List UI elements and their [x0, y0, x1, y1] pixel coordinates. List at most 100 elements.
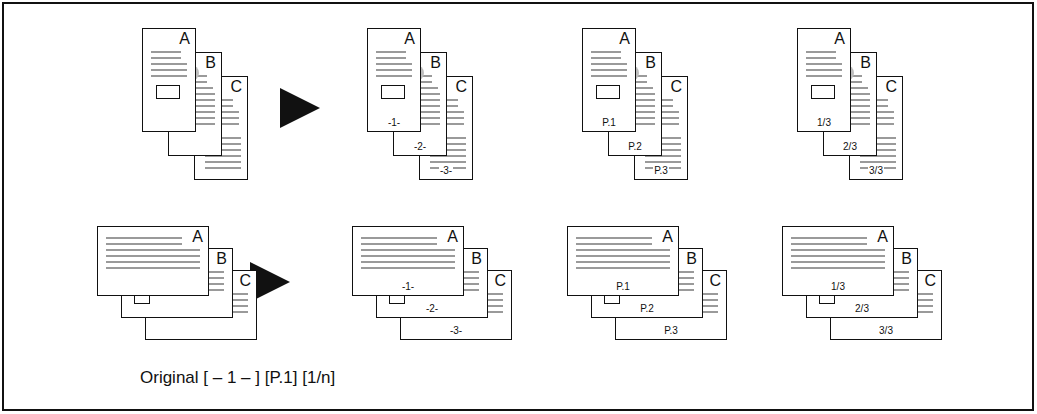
- page-content-mark: [576, 255, 670, 257]
- page-number: P.2: [639, 303, 655, 314]
- page-content-mark: [576, 237, 652, 239]
- page-letter: B: [470, 250, 483, 267]
- page-sheet: A P.1: [567, 226, 679, 296]
- page-number: -2-: [413, 141, 427, 152]
- page-letter: A: [661, 228, 674, 245]
- page-content-mark: [576, 243, 652, 245]
- page-content-mark: [106, 237, 182, 239]
- page-letter: C: [454, 78, 468, 95]
- page-content-mark: [791, 249, 885, 251]
- page-letter-row: A: [146, 31, 192, 47]
- page-number-row: P.2: [612, 141, 658, 152]
- page-content-mark: [151, 51, 181, 53]
- page-letter-row: A: [571, 229, 675, 245]
- page-content-mark: [361, 267, 455, 269]
- page-content-mark: [106, 261, 200, 263]
- page-content-mark: [645, 161, 681, 163]
- page-number-row: 2/3: [810, 303, 914, 314]
- page-content-mark: [106, 249, 200, 251]
- page-number: 1/3: [816, 117, 832, 128]
- page-content-mark: [576, 261, 670, 263]
- page-content-mark: [361, 243, 437, 245]
- page-content-mark: [361, 261, 455, 263]
- page-content-mark: [389, 295, 405, 304]
- page-letter: C: [238, 272, 252, 289]
- page-letter: A: [446, 228, 459, 245]
- page-number-row: P.1: [586, 117, 632, 128]
- page-content-mark: [381, 85, 405, 99]
- page-number: -1-: [401, 281, 415, 292]
- page-sheet: A: [97, 226, 209, 296]
- page-content-mark: [106, 255, 200, 257]
- page-content-mark: [151, 75, 187, 77]
- page-letter: C: [669, 78, 683, 95]
- page-letter: A: [876, 228, 889, 245]
- page-content-mark: [376, 75, 412, 77]
- page-letter-row: A: [786, 229, 890, 245]
- page-content-mark: [205, 167, 241, 169]
- page-content-mark: [151, 63, 187, 65]
- page-content-mark: [806, 75, 842, 77]
- page-content-mark: [106, 243, 182, 245]
- page-letter: B: [215, 250, 228, 267]
- page-number-row: P.3: [638, 165, 684, 176]
- page-letter: A: [191, 228, 204, 245]
- page-content-mark: [376, 57, 406, 59]
- page-letter: B: [685, 250, 698, 267]
- page-content-mark: [860, 161, 896, 163]
- page-content-mark: [376, 63, 412, 65]
- page-content-mark: [361, 249, 455, 251]
- page-number: -1-: [387, 117, 401, 128]
- page-content-mark: [596, 85, 620, 99]
- page-number-row: 2/3: [827, 141, 873, 152]
- page-content-mark: [591, 51, 621, 53]
- page-letter: B: [644, 54, 657, 71]
- page-content-mark: [376, 51, 406, 53]
- page-content-mark: [151, 57, 181, 59]
- page-number: 3/3: [868, 165, 884, 176]
- page-number: -2-: [425, 303, 439, 314]
- page-number-row: P.2: [595, 303, 699, 314]
- page-letter-row: A: [371, 31, 417, 47]
- page-letter: A: [833, 30, 846, 47]
- page-letter-row: A: [801, 31, 847, 47]
- page-content-mark: [591, 75, 627, 77]
- page-letter: A: [178, 30, 191, 47]
- page-number-row: -2-: [397, 141, 443, 152]
- page-content-mark: [576, 267, 670, 269]
- page-content-mark: [819, 295, 835, 304]
- page-content-mark: [134, 295, 150, 304]
- page-letter: C: [493, 272, 507, 289]
- page-number-row: P.3: [619, 325, 723, 336]
- page-number: 3/3: [878, 325, 894, 336]
- page-letter-row: A: [356, 229, 460, 245]
- page-content-mark: [591, 63, 627, 65]
- page-content-mark: [106, 267, 200, 269]
- page-content-mark: [791, 261, 885, 263]
- page-number-row: 1/3: [786, 281, 890, 292]
- page-letter: C: [708, 272, 722, 289]
- page-content-mark: [806, 51, 836, 53]
- arrow-triangle: [280, 88, 320, 128]
- page-content-mark: [156, 85, 180, 99]
- page-number: -3-: [449, 325, 463, 336]
- page-content-mark: [361, 237, 437, 239]
- page-sheet: A -1-: [367, 28, 421, 132]
- page-sheet: A -1-: [352, 226, 464, 296]
- page-content-mark: [576, 249, 670, 251]
- page-letter: B: [859, 54, 872, 71]
- page-content-mark: [604, 295, 620, 304]
- page-number: P.3: [663, 325, 679, 336]
- page-number-row: P.1: [571, 281, 675, 292]
- page-number: 1/3: [830, 281, 846, 292]
- page-number-row: 1/3: [801, 117, 847, 128]
- page-content-mark: [811, 85, 835, 99]
- page-content-mark: [806, 69, 842, 71]
- page-content-mark: [376, 69, 412, 71]
- page-sheet: A P.1: [582, 28, 636, 132]
- page-letter: A: [618, 30, 631, 47]
- page-number: P.1: [615, 281, 631, 292]
- page-content-mark: [361, 255, 455, 257]
- page-number: P.3: [653, 165, 669, 176]
- page-content-mark: [791, 267, 885, 269]
